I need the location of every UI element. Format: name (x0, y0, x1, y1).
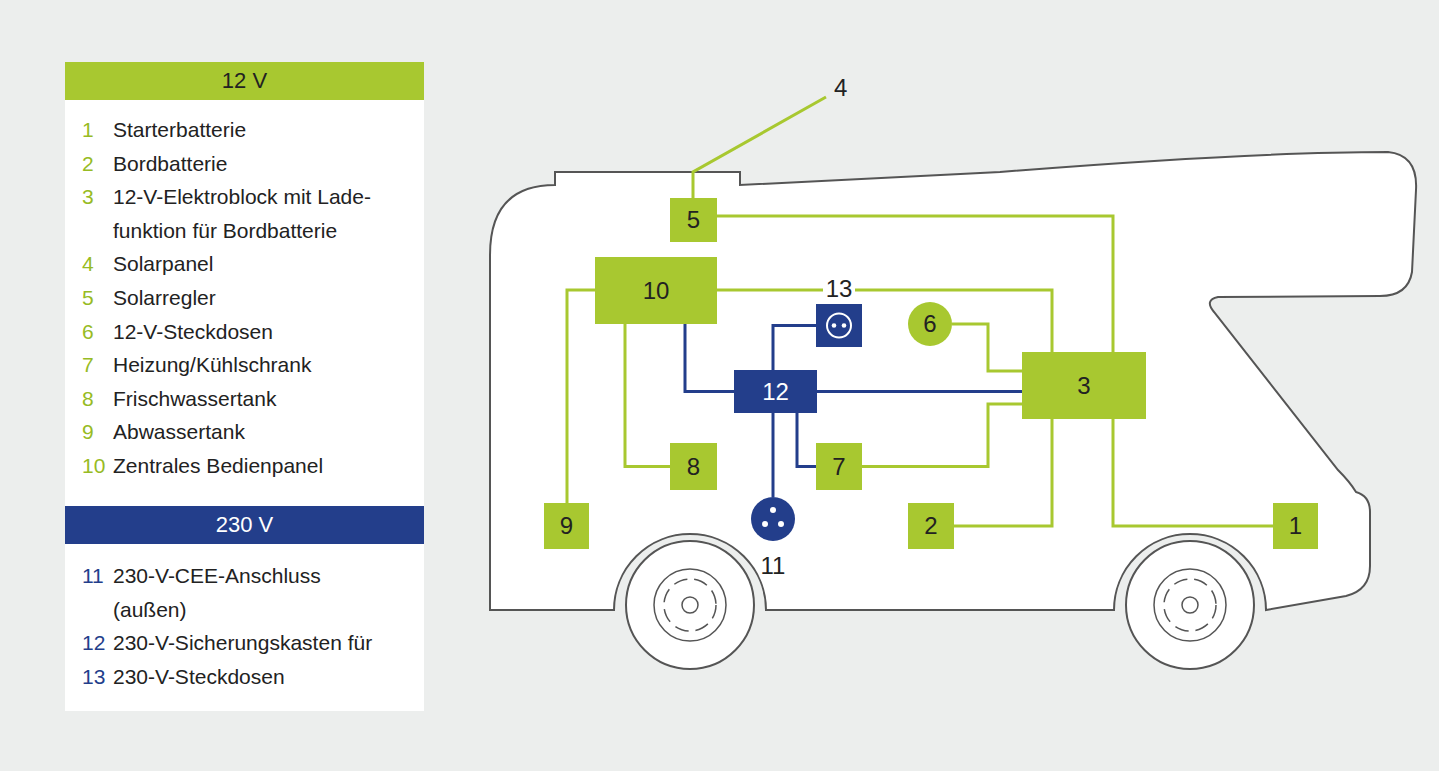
wire (567, 290, 595, 503)
item-number: 9 (82, 415, 113, 449)
legend-row: 5Solarregler (82, 281, 419, 315)
cee-inlet: 11 (751, 497, 795, 579)
item-text: Frischwassertank (113, 382, 419, 416)
wire (625, 324, 670, 467)
callout-number: 1 (1289, 513, 1302, 539)
wire (717, 290, 1052, 352)
legend-list: 1Starterbatterie2Bordbatterie312-V-Elekt… (82, 113, 419, 483)
item-text: 230-V-Sicherungskasten für (113, 626, 377, 660)
wire (772, 413, 775, 497)
legend-row: 312-V-Elektroblock mit Lade- funktion fü… (82, 180, 419, 247)
wire (952, 324, 1022, 371)
wire (1113, 419, 1273, 526)
socket-symbol (816, 304, 862, 347)
legend-row: 8Frischwassertank (82, 382, 419, 416)
legend-row: 11230-V-CEE-Anschluss (außen) (82, 559, 377, 626)
legend-row: 10Zentrales Bedienpanel (82, 449, 419, 483)
item-number: 11 (82, 559, 113, 593)
item-text: Solarpanel (113, 247, 419, 281)
callout-number: 5 (687, 207, 700, 233)
starter-battery-box: 1 (1273, 503, 1318, 549)
callout-number: 3 (1077, 373, 1090, 399)
item-number: 1 (82, 113, 113, 147)
socket-12v: 6 (908, 302, 952, 346)
legend-list: 11230-V-CEE-Anschluss (außen)12230-V-Sic… (82, 559, 377, 693)
item-number: 4 (82, 247, 113, 281)
legend-text: 230 V (216, 512, 274, 538)
item-text: 230-V-Steckdosen (113, 660, 377, 694)
fuse-box: 12 (734, 370, 817, 413)
wire (954, 419, 1052, 526)
item-number: 6 (82, 315, 113, 349)
circle-fill (908, 302, 952, 346)
camper-body (490, 152, 1416, 610)
legend-row: 612-V-Steckdosen (82, 315, 419, 349)
legend-row: 12230-V-Sicherungskasten für (82, 626, 377, 660)
callout-number: 9 (560, 513, 573, 539)
wire (817, 390, 1022, 393)
item-text: Solarregler (113, 281, 419, 315)
item-text: Abwassertank (113, 415, 419, 449)
rear-wheel (626, 541, 754, 669)
cee-plug-symbol (751, 497, 795, 541)
callout-number: 12 (762, 379, 789, 405)
legend-swatch: 12 V (65, 62, 424, 100)
solar-controller-box: 5 (670, 198, 717, 242)
legend-row: 4Solarpanel (82, 247, 419, 281)
callout-number: 13 (823, 276, 856, 302)
callout-number: 4 (834, 75, 847, 101)
solar-panel-leader (693, 97, 826, 198)
wire (717, 216, 1113, 352)
item-number: 3 (82, 180, 113, 214)
fresh-water-box: 8 (670, 443, 717, 490)
legend-row: 9Abwassertank (82, 415, 419, 449)
electro-block: 3 (1022, 352, 1146, 419)
legend-row: 13230-V-Steckdosen (82, 660, 377, 694)
heater-fridge-box: 7 (816, 443, 862, 490)
callout-number: 7 (832, 454, 845, 480)
legend-row: 1Starterbatterie (82, 113, 419, 147)
item-number: 10 (82, 449, 113, 483)
legend-row: 7Heizung/Kühlschrank (82, 348, 419, 382)
item-text: Heizung/Kühlschrank (113, 348, 419, 382)
callout-number: 10 (643, 278, 670, 304)
callout-number: 6 (923, 311, 936, 337)
legend-row: 2Bordbatterie (82, 147, 419, 181)
item-number: 7 (82, 348, 113, 382)
item-text: Bordbatterie (113, 147, 419, 181)
callout-number: 11 (761, 553, 786, 579)
waste-water-box: 9 (544, 503, 589, 549)
item-number: 13 (82, 660, 113, 694)
item-text: 12-V-Elektroblock mit Lade- funktion für… (113, 180, 419, 247)
wire (773, 326, 816, 371)
wire (685, 324, 734, 392)
callout-number: 2 (924, 513, 937, 539)
socket-230v: 13 (816, 276, 862, 347)
item-text: 230-V-CEE-Anschluss (außen) (113, 559, 377, 626)
board-battery-box: 2 (908, 503, 954, 549)
item-text: Zentrales Bedienpanel (113, 449, 419, 483)
wire (797, 413, 816, 467)
item-number: 2 (82, 147, 113, 181)
item-text: 12-V-Steckdosen (113, 315, 419, 349)
legend-swatch: 230 V (65, 506, 424, 544)
item-number: 12 (82, 626, 113, 660)
item-text: Starterbatterie (113, 113, 419, 147)
wire (862, 404, 1022, 467)
callout-number: 8 (687, 454, 700, 480)
item-number: 5 (82, 281, 113, 315)
control-panel-box: 10 (595, 257, 717, 324)
legend-text: 12 V (222, 68, 267, 94)
front-wheel (1126, 541, 1254, 669)
item-number: 8 (82, 382, 113, 416)
